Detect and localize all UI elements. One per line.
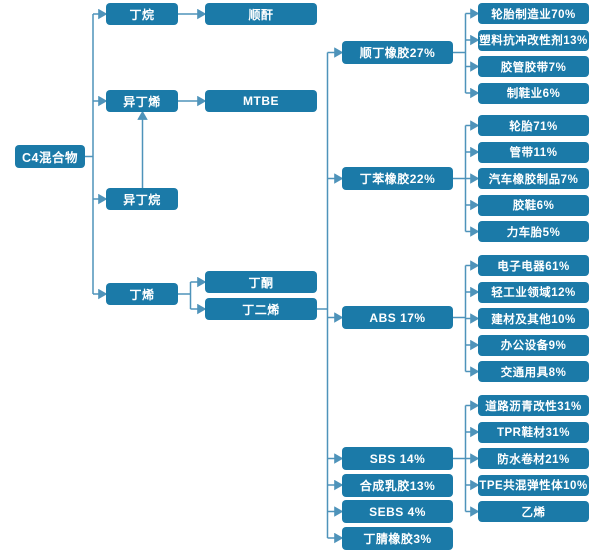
node-pipes-belts: 管带11% — [478, 141, 589, 163]
node-office-equipment: 办公设备9% — [478, 334, 589, 356]
node-light-industry: 轻工业领域12% — [478, 281, 589, 303]
node-tpr-shoe-material: TPR鞋材31% — [478, 421, 589, 443]
node-nbr-rubber: 丁腈橡胶3% — [342, 526, 453, 550]
node-sbs: SBS 14% — [342, 447, 453, 470]
node-sebs: SEBS 4% — [342, 500, 453, 523]
node-transportation-appliances: 交通用具8% — [478, 361, 589, 382]
node-isobutane: 异丁烷 — [106, 188, 178, 210]
node-hose-and-tape: 胶管胶带7% — [478, 56, 589, 77]
node-tires: 轮胎71% — [478, 115, 589, 136]
node-waterproof-membrane: 防水卷材21% — [478, 448, 589, 469]
node-isobutylene: 异丁烯 — [106, 90, 178, 112]
node-sbr-rubber: 丁苯橡胶22% — [342, 167, 453, 190]
node-butadiene: 丁二烯 — [205, 298, 317, 320]
node-butene: 丁烯 — [106, 283, 178, 305]
node-abs: ABS 17% — [342, 306, 453, 329]
node-c4-mixture: C4混合物 — [15, 145, 85, 168]
node-maleic-anhydride: 顺酐 — [205, 3, 317, 25]
node-electronics: 电子电器61% — [478, 255, 589, 276]
node-road-asphalt-modification: 道路沥青改性31% — [478, 395, 589, 416]
node-butanone: 丁酮 — [205, 271, 317, 293]
node-rubber-shoes: 胶鞋6% — [478, 194, 589, 216]
node-synthetic-latex: 合成乳胶13% — [342, 473, 453, 497]
node-cis-butadiene-rubber: 顺丁橡胶27% — [342, 41, 453, 64]
node-bicycle-tires: 力车胎5% — [478, 221, 589, 242]
node-tpe-blend-elastomer: TPE共混弹性体10% — [478, 474, 589, 496]
node-mtbe: MTBE — [205, 90, 317, 112]
node-ethylene: 乙烯 — [478, 501, 589, 522]
node-building-materials: 建材及其他10% — [478, 308, 589, 329]
node-tire-manufacturing: 轮胎制造业70% — [478, 3, 589, 24]
node-butane: 丁烷 — [106, 3, 178, 25]
node-auto-rubber-products: 汽车橡胶制品7% — [478, 168, 589, 189]
node-plastic-impact-modifier: 塑料抗冲改性剂13% — [478, 29, 589, 51]
node-shoe-making: 制鞋业6% — [478, 82, 589, 104]
